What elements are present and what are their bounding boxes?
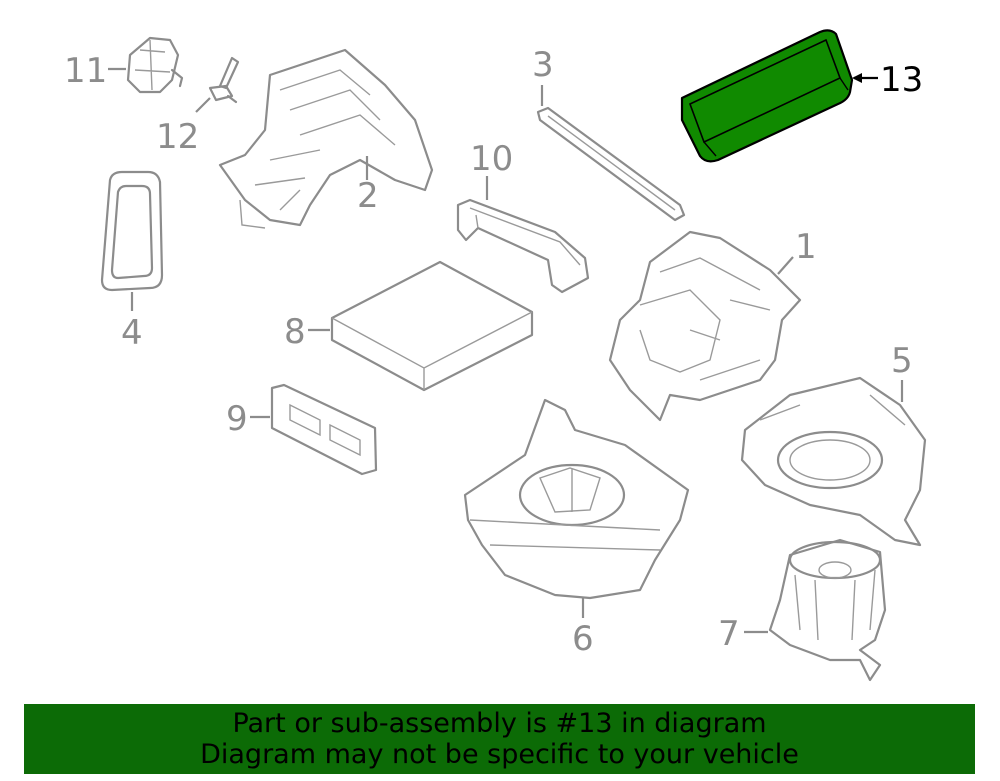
callout-4[interactable]: 4 — [121, 313, 143, 353]
part-5-scroll-housing[interactable] — [740, 376, 927, 547]
banner-line-2: Diagram may not be specific to your vehi… — [200, 739, 799, 770]
callout-3[interactable]: 3 — [532, 45, 554, 85]
part-13-cover[interactable] — [680, 29, 854, 163]
part-8-filter[interactable] — [330, 260, 534, 392]
callout-8[interactable]: 8 — [284, 312, 306, 352]
callout-9[interactable]: 9 — [226, 399, 248, 439]
part-7-blower-motor[interactable] — [768, 538, 887, 682]
banner-line-1: Part or sub-assembly is #13 in diagram — [232, 708, 767, 739]
leader-12 — [195, 97, 211, 113]
arrow-13-icon — [852, 73, 862, 83]
parts-diagram: 11 12 2 4 3 13 10 — [64, 29, 927, 682]
callout-10[interactable]: 10 — [470, 139, 513, 179]
part-12-sensor[interactable] — [208, 56, 240, 104]
leader-1 — [777, 256, 794, 275]
info-banner: Part or sub-assembly is #13 in diagram D… — [24, 704, 975, 774]
part-10-bracket[interactable] — [456, 198, 590, 294]
callout-2[interactable]: 2 — [357, 176, 379, 216]
part-1-hvac-case[interactable] — [608, 230, 802, 422]
part-3-strip[interactable] — [536, 106, 686, 222]
part-9-resistor[interactable] — [270, 383, 378, 476]
callout-11[interactable]: 11 — [64, 51, 107, 91]
part-11-actuator[interactable] — [126, 36, 184, 94]
callout-6[interactable]: 6 — [572, 619, 594, 659]
part-2-duct-housing[interactable] — [218, 48, 434, 229]
callout-12[interactable]: 12 — [156, 117, 199, 157]
callout-13[interactable]: 13 — [880, 60, 923, 100]
part-4-seal[interactable] — [100, 170, 164, 292]
part-6-blower-assembly[interactable] — [463, 398, 690, 600]
callout-1[interactable]: 1 — [795, 227, 817, 267]
callout-5[interactable]: 5 — [891, 341, 913, 381]
callout-7[interactable]: 7 — [718, 614, 740, 654]
